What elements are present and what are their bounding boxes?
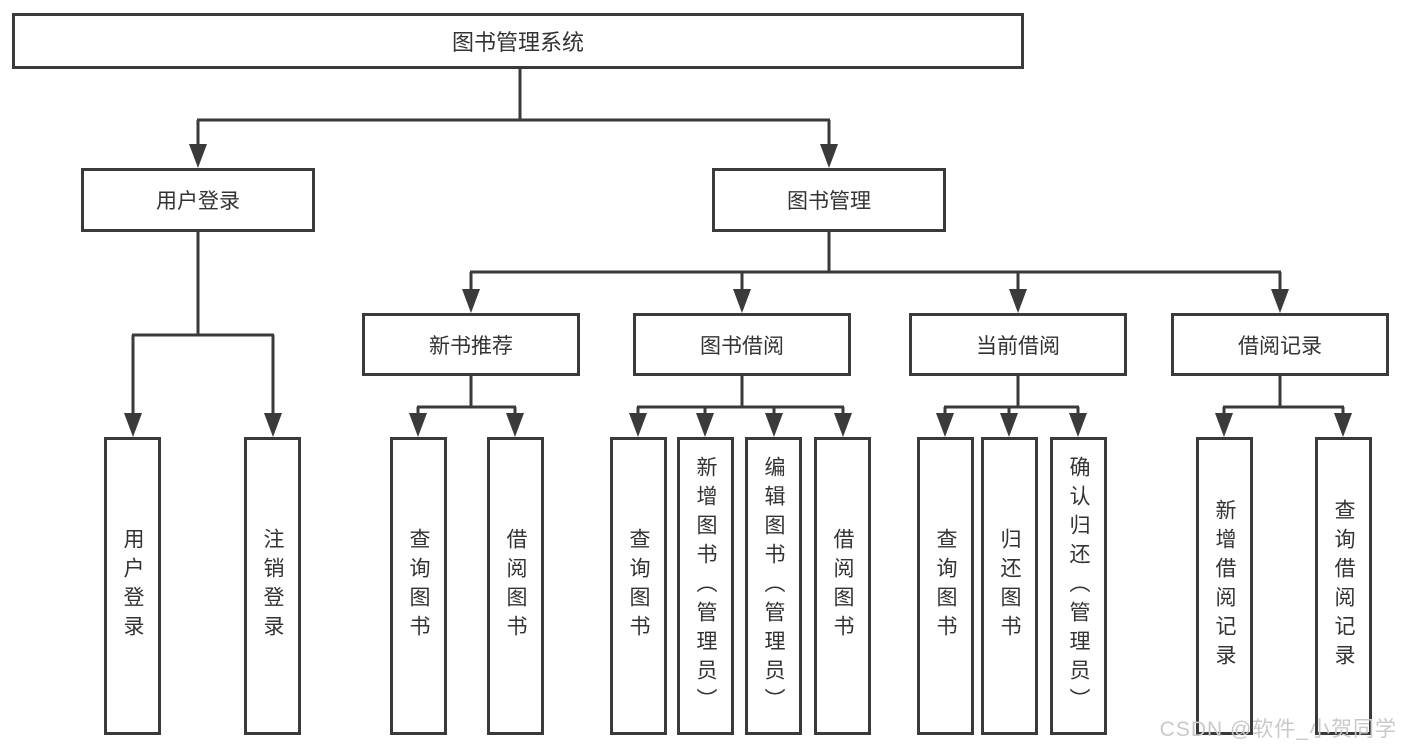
arrow-down-icon [1069, 413, 1087, 437]
leaf-borrow-add-books-admin: 新增图书（管理员） [677, 437, 734, 735]
connector-borrowrecord-to-leaves [1222, 376, 1345, 414]
arrow-down-icon [629, 413, 647, 437]
leaf-logout: 注销登录 [244, 437, 301, 735]
connector-bookborrow-to-leaves [636, 376, 845, 414]
leaf-newbook-borrow-books: 借阅图书 [487, 437, 544, 735]
arrow-down-icon [936, 413, 954, 437]
node-user-login: 用户登录 [81, 168, 315, 232]
node-root: 图书管理系统 [12, 13, 1024, 69]
node-new-book-recommend: 新书推荐 [362, 313, 580, 376]
arrow-down-icon [820, 144, 838, 168]
csdn-watermark: CSDN @软件_小贺同学 [1159, 718, 1397, 741]
arrow-down-icon [1271, 289, 1289, 313]
connector-newbook-to-leaves [416, 376, 517, 414]
arrow-down-icon [1334, 413, 1352, 437]
leaf-borrow-query-books: 查询图书 [610, 437, 667, 735]
arrow-down-icon [765, 413, 783, 437]
arrow-down-icon [1000, 413, 1018, 437]
leaf-borrow-borrow-books: 借阅图书 [814, 437, 871, 735]
leaf-current-confirm-return-admin: 确认归还（管理员） [1050, 437, 1107, 735]
node-current-borrow: 当前借阅 [909, 313, 1127, 376]
leaf-newbook-query-books: 查询图书 [390, 437, 447, 735]
arrow-down-icon [462, 289, 480, 313]
arrow-down-icon [409, 413, 427, 437]
node-book-borrow: 图书借阅 [633, 313, 851, 376]
arrow-down-icon [124, 413, 142, 437]
leaf-current-query-books: 查询图书 [917, 437, 974, 735]
node-book-management: 图书管理 [712, 168, 946, 232]
leaf-current-return-books: 归还图书 [981, 437, 1038, 735]
arrow-down-icon [733, 289, 751, 313]
arrow-down-icon [506, 413, 524, 437]
connector-bookmgmt-to-level3 [469, 232, 1282, 291]
arrow-down-icon [189, 144, 207, 168]
arrow-down-icon [1009, 289, 1027, 313]
leaf-borrow-edit-books-admin: 编辑图书（管理员） [745, 437, 802, 735]
connector-currentborrow-to-leaves [943, 376, 1080, 414]
arrowheads [124, 144, 1352, 437]
leaf-user-login: 用户登录 [104, 437, 161, 735]
arrow-down-icon [696, 413, 714, 437]
leaf-record-query: 查询借阅记录 [1315, 437, 1372, 735]
arrow-down-icon [264, 413, 282, 437]
leaf-record-add: 新增借阅记录 [1196, 437, 1253, 735]
connector-userlogin-to-leaves [131, 232, 275, 414]
arrow-down-icon [834, 413, 852, 437]
node-borrow-record: 借阅记录 [1171, 313, 1389, 376]
arrow-down-icon [1215, 413, 1233, 437]
connector-root-to-level2 [196, 69, 831, 146]
